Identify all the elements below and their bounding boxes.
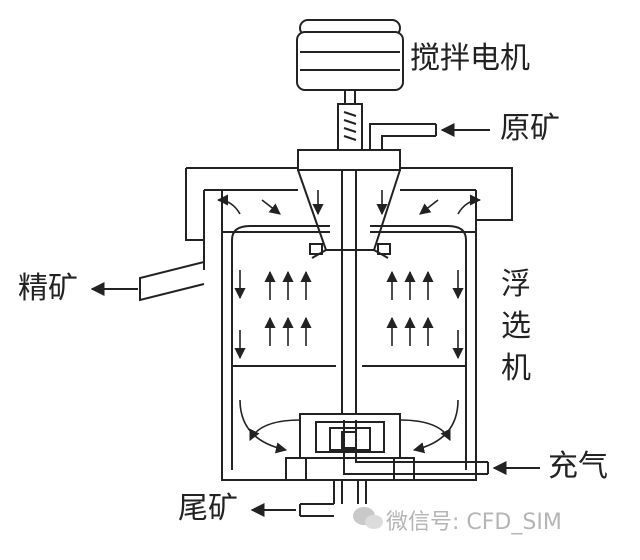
launder-frame xyxy=(185,167,513,270)
internal-flow-arrows xyxy=(216,190,482,454)
flow-arrows xyxy=(90,123,540,517)
machine-label: 浮选机 xyxy=(501,267,531,386)
wechat-icon xyxy=(353,507,383,529)
air-pipe xyxy=(343,420,489,475)
watermark-text: 微信号: CFD_SIM xyxy=(386,510,562,535)
feed-label: 原矿 xyxy=(500,111,560,146)
motor-label: 搅拌电机 xyxy=(410,41,530,76)
air-label: 充气 xyxy=(548,449,608,484)
flotation-tank xyxy=(221,190,477,481)
concentrate-label: 精矿 xyxy=(18,271,78,306)
stirring-motor xyxy=(296,19,404,104)
concentrate-outlet xyxy=(139,240,205,302)
tailings-label: 尾矿 xyxy=(178,491,238,526)
shaft-coupling xyxy=(337,103,363,151)
feed-hopper xyxy=(297,149,401,259)
feed-pipe xyxy=(369,123,437,150)
impeller-assembly xyxy=(285,413,415,481)
impeller-shaft xyxy=(341,170,357,420)
tailings-pipe xyxy=(299,480,367,517)
